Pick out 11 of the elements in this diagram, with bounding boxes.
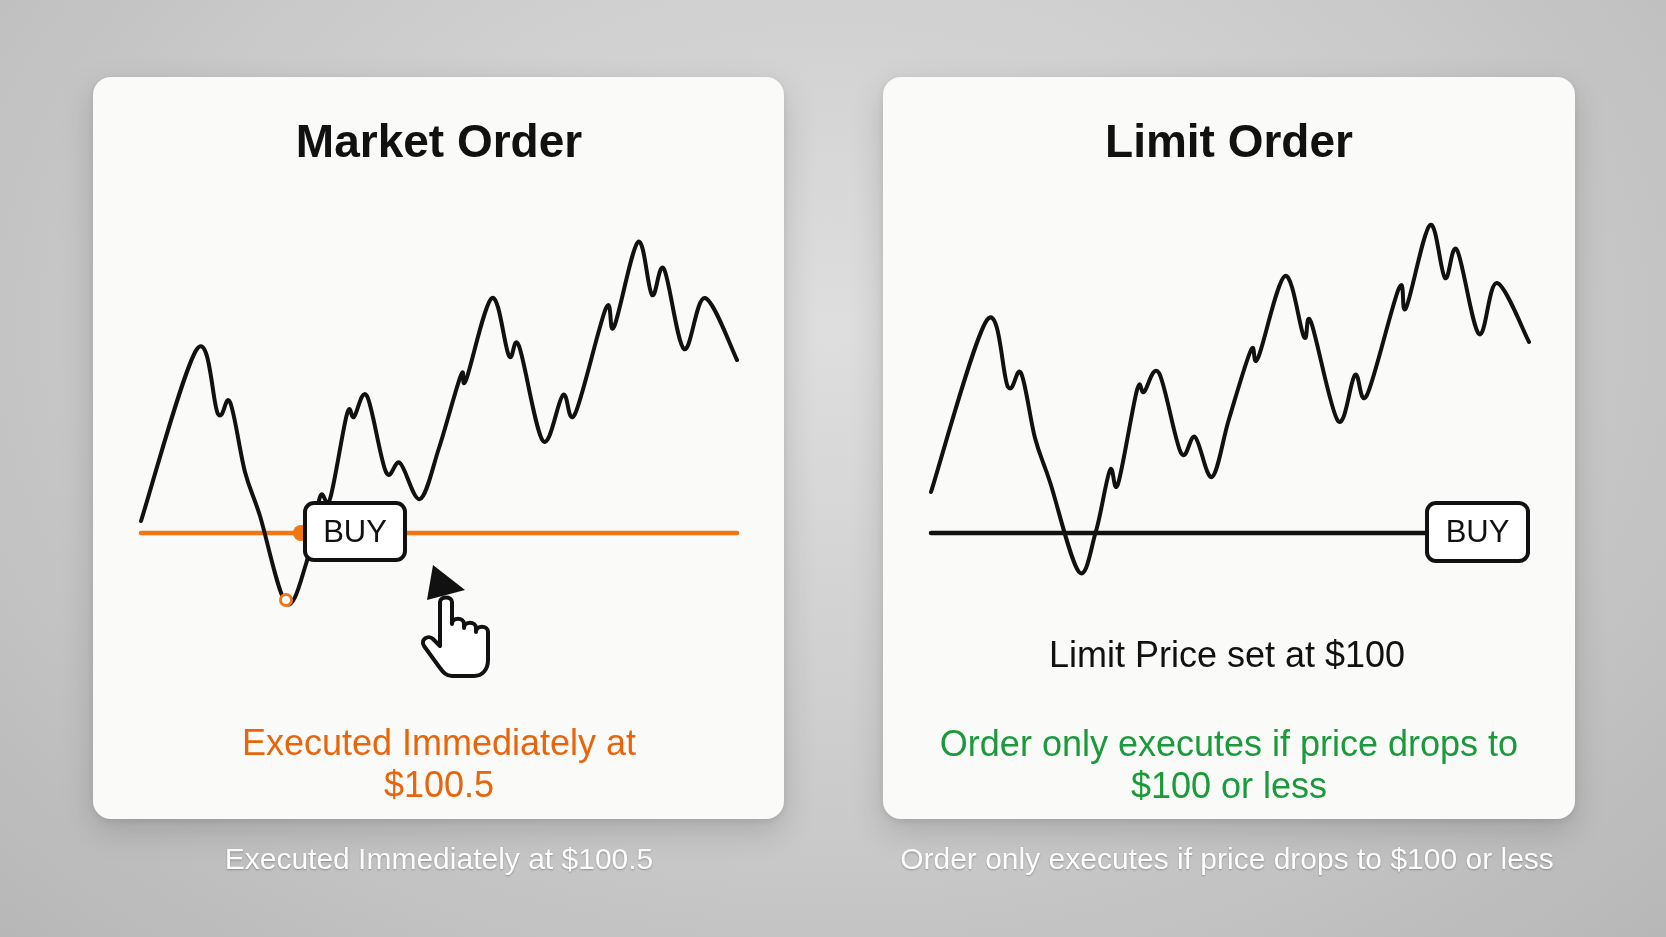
order-card (93, 77, 784, 819)
note-text: Executed Immediately at $100.5 (240, 722, 638, 806)
buy-button: BUY (1425, 501, 1530, 563)
buy-button: BUY (303, 501, 407, 562)
caption-text: Executed Immediately at $100.5 (224, 841, 654, 877)
note-text: Order only executes if price drops to $100 or less (938, 723, 1520, 807)
caption-text: Order only executes if price drops to $100 or less (900, 841, 1554, 877)
card-title: Limit Order (1105, 114, 1353, 168)
order-card (883, 77, 1575, 819)
limit-price-label: Limit Price set at $100 (1048, 634, 1406, 676)
card-title: Market Order (295, 114, 583, 168)
